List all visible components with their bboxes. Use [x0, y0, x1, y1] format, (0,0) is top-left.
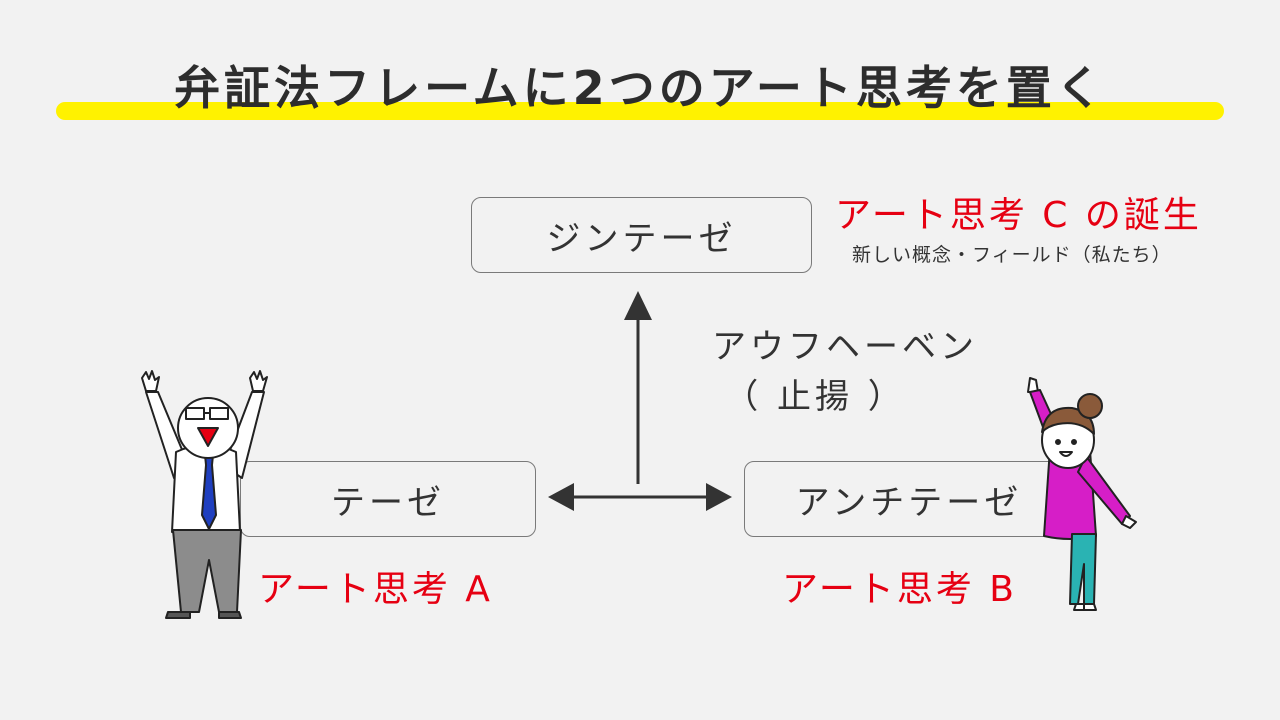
synthesis-label: ジンテーゼ: [546, 218, 737, 259]
aufheben-line1: アウフヘーベン: [712, 327, 978, 367]
art-thinking-b-label: アート思考 B: [782, 569, 1017, 610]
aufheben-line2: （ 止揚 ）: [724, 377, 906, 417]
antithesis-label: アンチテーゼ: [795, 482, 1023, 523]
art-thinking-c-label: アート思考 C の誕生: [835, 195, 1202, 236]
title-area: 弁証法フレームに2つのアート思考を置く: [0, 52, 1280, 132]
double-arrow: [548, 483, 732, 511]
thesis-box: テーゼ: [240, 461, 536, 537]
antithesis-box: アンチテーゼ: [744, 461, 1074, 537]
art-thinking-a-label: アート思考 A: [258, 569, 493, 610]
title-highlight: [56, 102, 1224, 120]
man-illustration: [141, 370, 268, 619]
woman-illustration: [1027, 377, 1137, 611]
thesis-label: テーゼ: [331, 482, 445, 523]
aufheben-label: アウフヘーベン （ 止揚 ）: [680, 322, 1010, 422]
synthesis-sub-label: 新しい概念・フィールド（私たち）: [852, 244, 1172, 266]
synthesis-box: ジンテーゼ: [471, 197, 812, 273]
up-arrow: [624, 291, 652, 484]
page-title: 弁証法フレームに2つのアート思考を置く: [174, 61, 1106, 115]
